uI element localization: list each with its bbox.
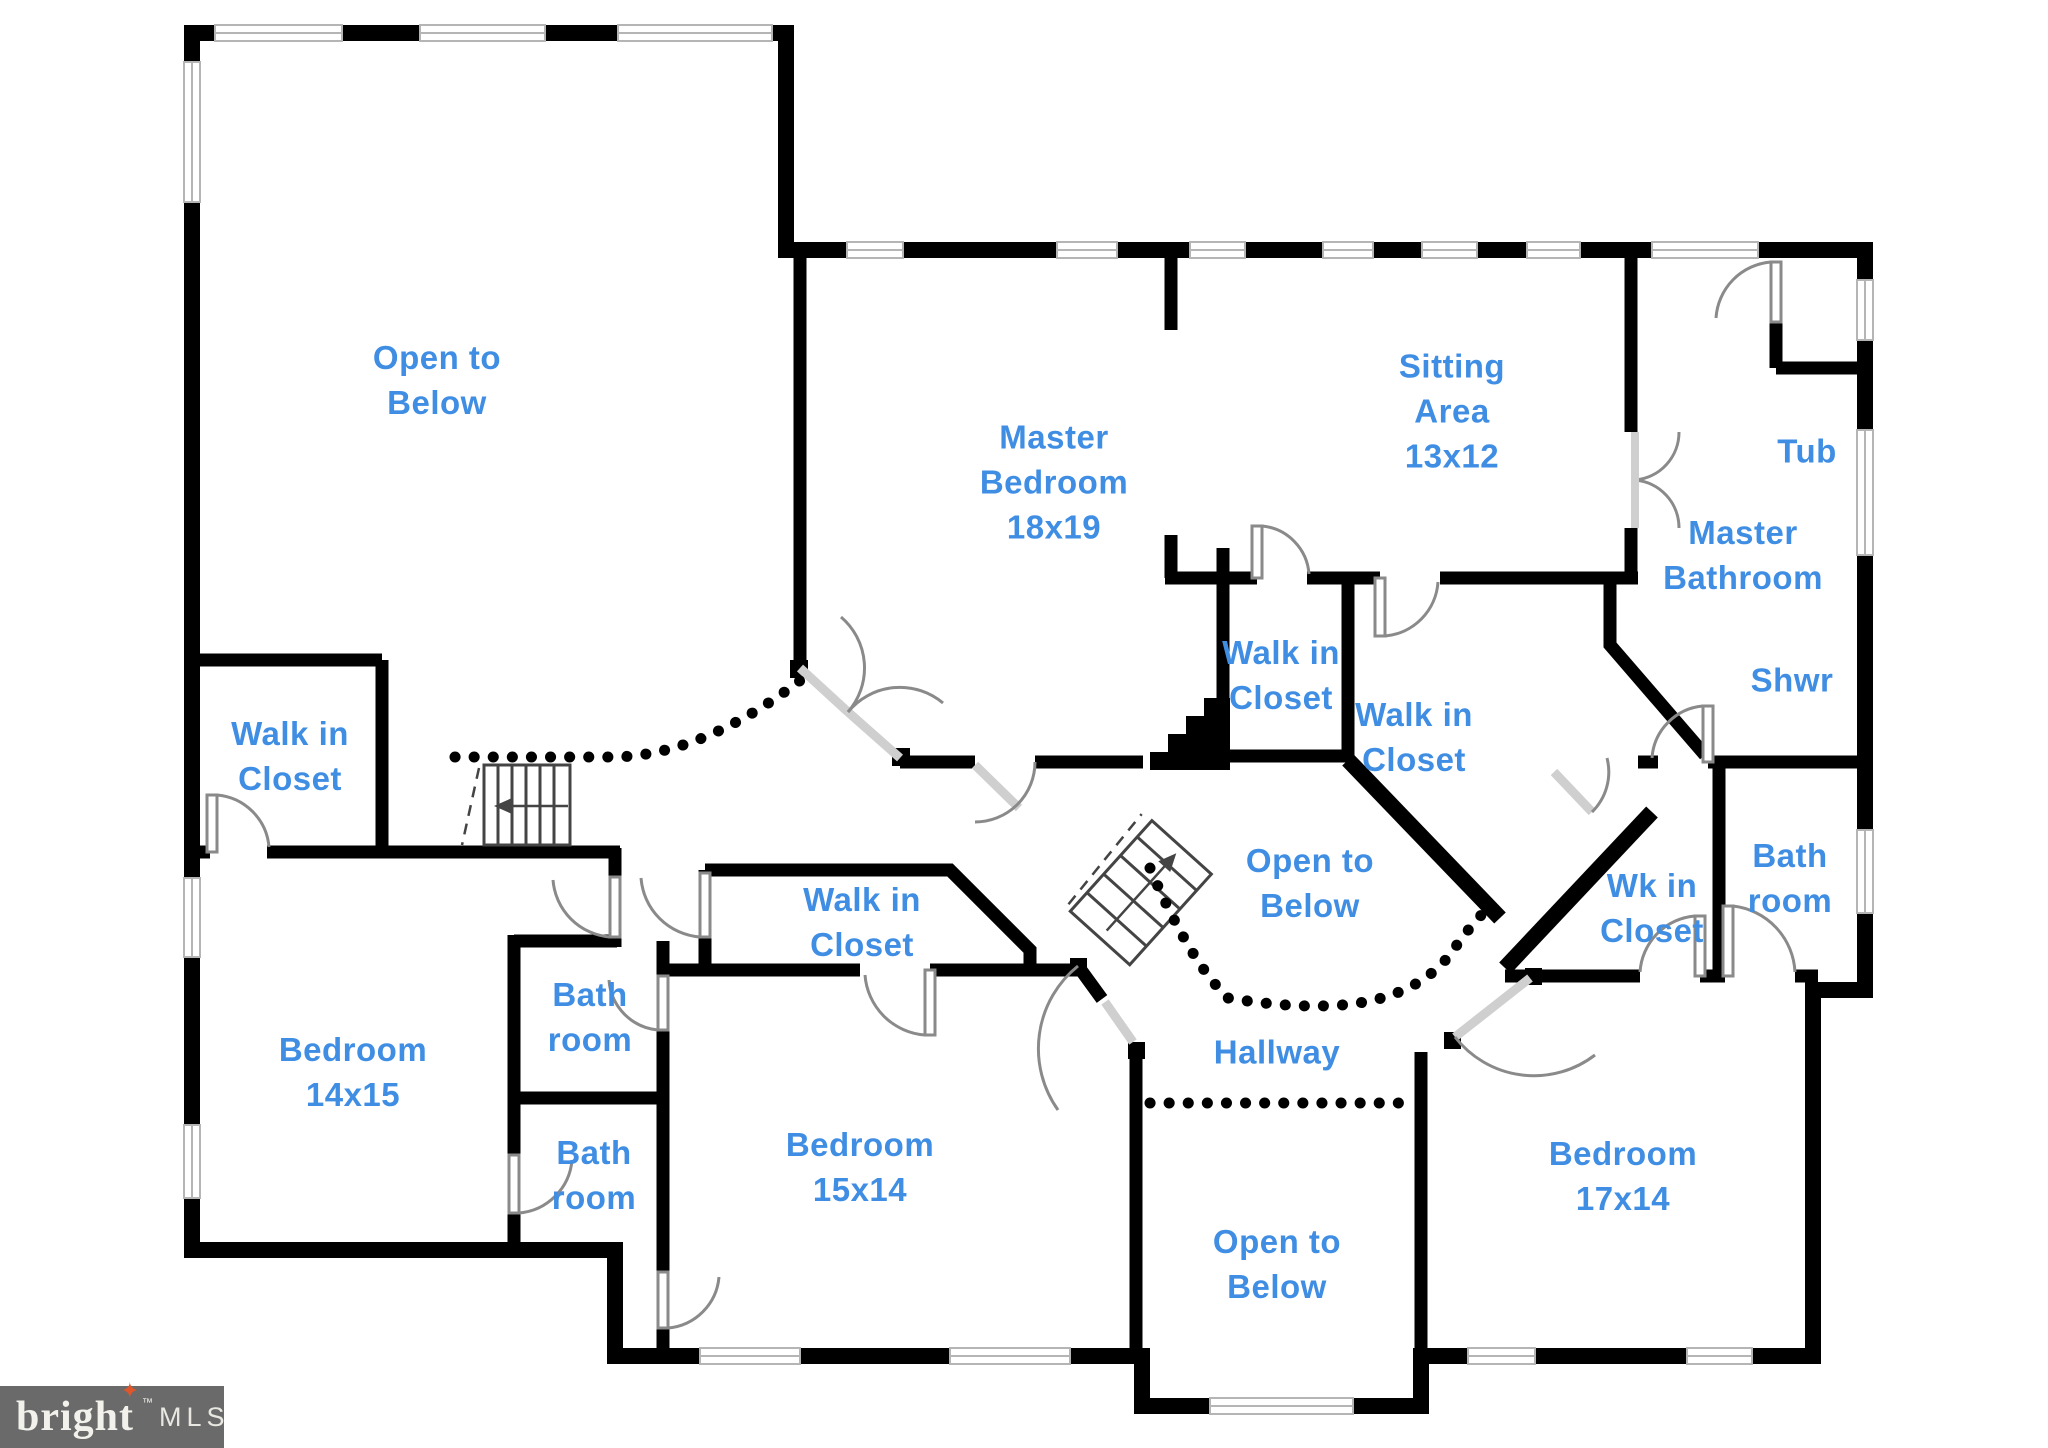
wk-in-closet-label: Wk in Closet — [1600, 867, 1704, 949]
stepped-wall — [1129, 698, 1230, 770]
open-to-below-nw-label: Open to Below — [372, 339, 502, 421]
bedroom-14x15-label: Bedroom 14x15 — [278, 1031, 428, 1113]
open-to-below-center-label: Open to Below — [1245, 842, 1375, 924]
bedroom-15x14-label: Bedroom 15x14 — [785, 1126, 935, 1208]
bathroom-west-lower-label: Bath room — [551, 1134, 637, 1216]
dotted-lines — [449, 670, 1496, 1109]
diagonal-walls — [1342, 754, 1658, 974]
hallway-label: Hallway — [1213, 1033, 1341, 1071]
star-icon: ✦ — [120, 1379, 141, 1404]
windows — [183, 24, 1874, 1415]
bathroom-east-label: Bath room — [1747, 837, 1833, 919]
sitting-area-label: Sitting Area 13x12 — [1398, 347, 1506, 475]
interior-walls — [192, 250, 1865, 1356]
logo-mls-text: MLS — [159, 1401, 230, 1432]
walk-in-closet-mid-label: Walk in Closet — [803, 881, 921, 963]
logo-trademark: ™ — [142, 1397, 154, 1409]
doors — [205, 260, 1797, 1330]
master-bathroom-label: Master Bathroom — [1663, 514, 1823, 596]
walk-in-closet-right-label: Walk in Closet — [1355, 696, 1473, 778]
brightmls-logo: bright✦ ™ MLS — [0, 1379, 225, 1448]
open-to-below-south-label: Open to Below — [1212, 1223, 1342, 1305]
tub-label: Tub — [1777, 432, 1837, 470]
walk-in-closet-left-label: Walk in Closet — [231, 715, 349, 797]
bathroom-west-upper-label: Bath room — [547, 976, 633, 1058]
stairs-left — [460, 763, 572, 847]
logo-brand-text: bright✦ — [16, 1379, 141, 1440]
bedroom-17x14-label: Bedroom 17x14 — [1548, 1135, 1698, 1217]
master-bedroom-label: Master Bedroom 18x19 — [979, 418, 1129, 546]
walk-in-closet-center-label: Walk in Closet — [1222, 634, 1340, 716]
shwr-label: Shwr — [1750, 661, 1834, 699]
